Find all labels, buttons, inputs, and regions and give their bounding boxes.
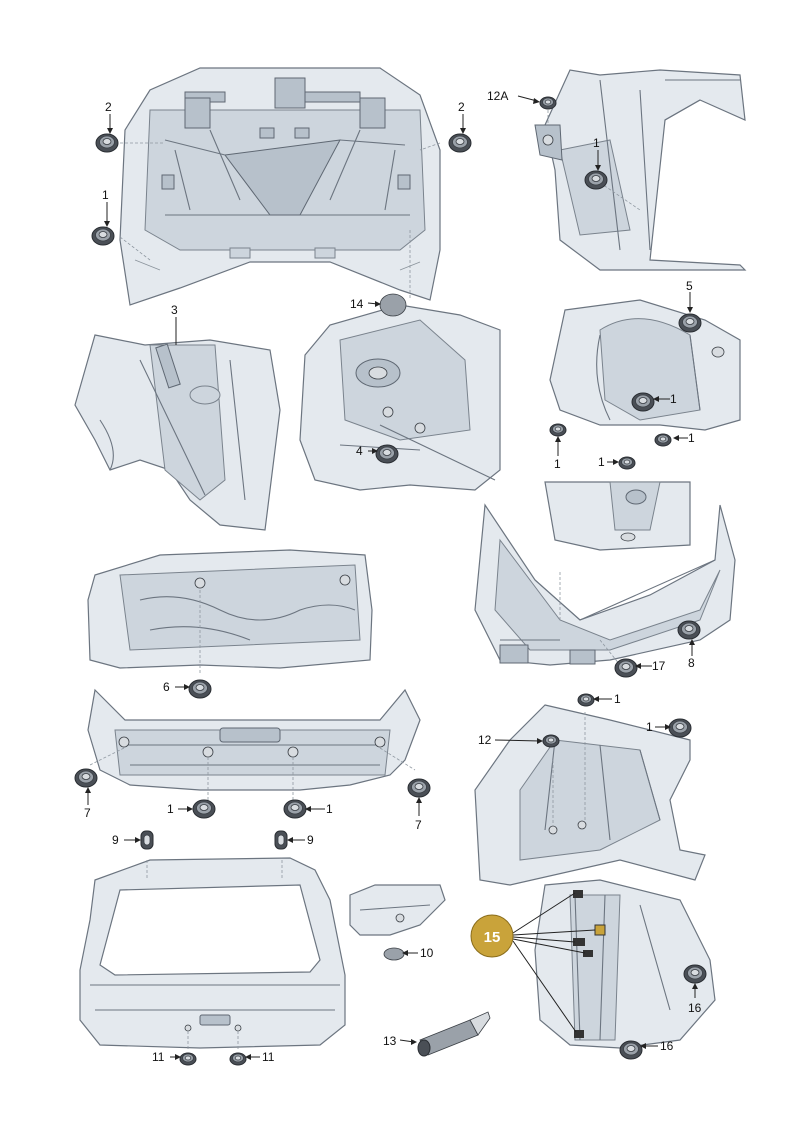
rear-floor-assembly (474, 503, 736, 666)
callout-17: 17 (652, 659, 666, 673)
plug-markers (74, 96, 707, 1066)
callout-16-b: 16 (660, 1039, 674, 1053)
callout-11-left: 11 (152, 1050, 165, 1064)
callout-11-right: 11 (262, 1050, 275, 1064)
hood-assembly (119, 67, 441, 306)
rear-quarter-inner-assembly (474, 704, 706, 886)
callout-3: 3 (171, 303, 178, 317)
callout-2-left: 2 (105, 100, 112, 114)
callout-8: 8 (688, 656, 695, 670)
callout-1-sill: 1 (598, 455, 605, 469)
callout-12: 12 (478, 733, 492, 747)
callout-15: 15 (484, 929, 501, 946)
quarter-panel-assembly (534, 69, 747, 271)
plug-14 (379, 293, 407, 317)
callout-1-arch-b: 1 (554, 457, 561, 471)
callout-7-right: 7 (415, 818, 422, 832)
wheel-arch-assembly (549, 299, 741, 431)
callout-1-rear-b: 1 (646, 720, 653, 734)
callout-2-right: 2 (458, 100, 465, 114)
rear-pillar-inner-assembly (534, 879, 716, 1049)
sill-bracket-assembly (544, 481, 691, 551)
callout-10: 10 (420, 946, 434, 960)
callout-1-rear-a: 1 (614, 692, 621, 706)
callout-9-left: 9 (112, 833, 119, 847)
floor-pan-assembly (87, 549, 373, 675)
callout-7-left: 7 (84, 806, 91, 820)
callout-1-panel-b: 1 (326, 802, 333, 816)
callout-6: 6 (163, 680, 170, 694)
callout-1-arch-a: 1 (670, 392, 677, 406)
sealant-tube-part (417, 1011, 491, 1057)
tailgate-assembly (79, 857, 346, 1050)
callout-1-hood: 1 (102, 188, 109, 202)
callout-5: 5 (686, 279, 693, 293)
engine-bay-assembly (299, 304, 501, 491)
rear-panel-assembly (87, 688, 421, 800)
corner-panel-assembly (349, 884, 446, 936)
callout-12a: 12A (487, 89, 508, 103)
callout-1-panel-a: 1 (167, 802, 174, 816)
callout-14: 14 (350, 297, 364, 311)
callout-9-right: 9 (307, 833, 314, 847)
callout-4: 4 (356, 444, 363, 458)
leader-lines (85, 95, 698, 1060)
callout-16-a: 16 (688, 1001, 702, 1015)
callout-13: 13 (383, 1034, 397, 1048)
callout-15-badge: 15 (470, 914, 514, 958)
callout-1-arch-c: 1 (688, 431, 695, 445)
fender-strut-assembly (74, 334, 281, 531)
callout-1-quarter: 1 (593, 136, 600, 150)
